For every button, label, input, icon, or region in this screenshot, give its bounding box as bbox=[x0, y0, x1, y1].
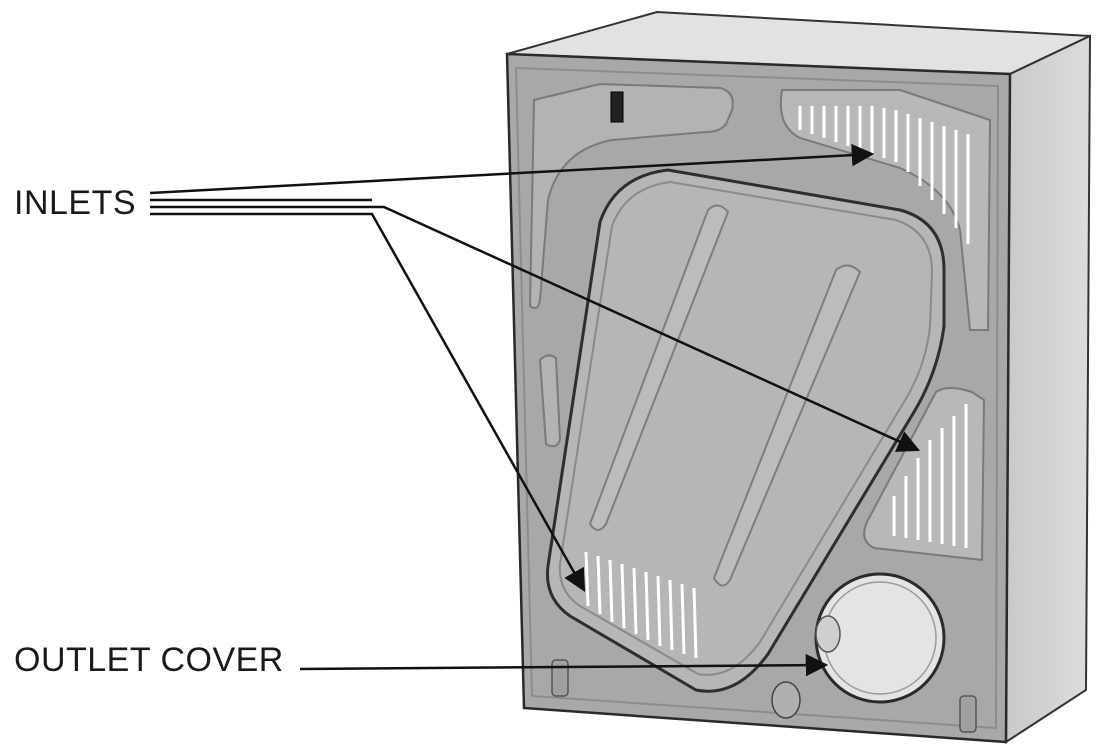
inlets-arrow-lower bbox=[366, 212, 586, 592]
inlets-arrow-top bbox=[149, 143, 875, 195]
left-foot bbox=[551, 659, 569, 697]
drum-panel-rim bbox=[558, 180, 934, 676]
upper-left-pocket bbox=[528, 82, 734, 309]
right-foot bbox=[959, 695, 977, 733]
vent-bracket bbox=[610, 91, 624, 123]
upper-inlet-vent-region bbox=[779, 89, 992, 331]
inlets-leader-lines bbox=[150, 198, 378, 216]
right-inlet-slots bbox=[892, 404, 968, 548]
cabinet-side bbox=[1004, 34, 1092, 744]
left-side-pocket bbox=[538, 354, 562, 448]
bottom-cable-fitting bbox=[771, 681, 801, 719]
outlet-cover bbox=[814, 572, 946, 704]
outlet-cover-arrow bbox=[299, 653, 829, 677]
inlets-arrow-right bbox=[378, 205, 921, 452]
inlets-label: INLETS bbox=[14, 184, 137, 222]
upper-inlet-slots bbox=[798, 106, 970, 244]
lower-inlet-slots bbox=[584, 551, 698, 659]
drum-rib-1 bbox=[588, 204, 730, 531]
drum-rib-2 bbox=[712, 264, 862, 587]
outlet-cover-label: OUTLET COVER bbox=[14, 641, 284, 679]
